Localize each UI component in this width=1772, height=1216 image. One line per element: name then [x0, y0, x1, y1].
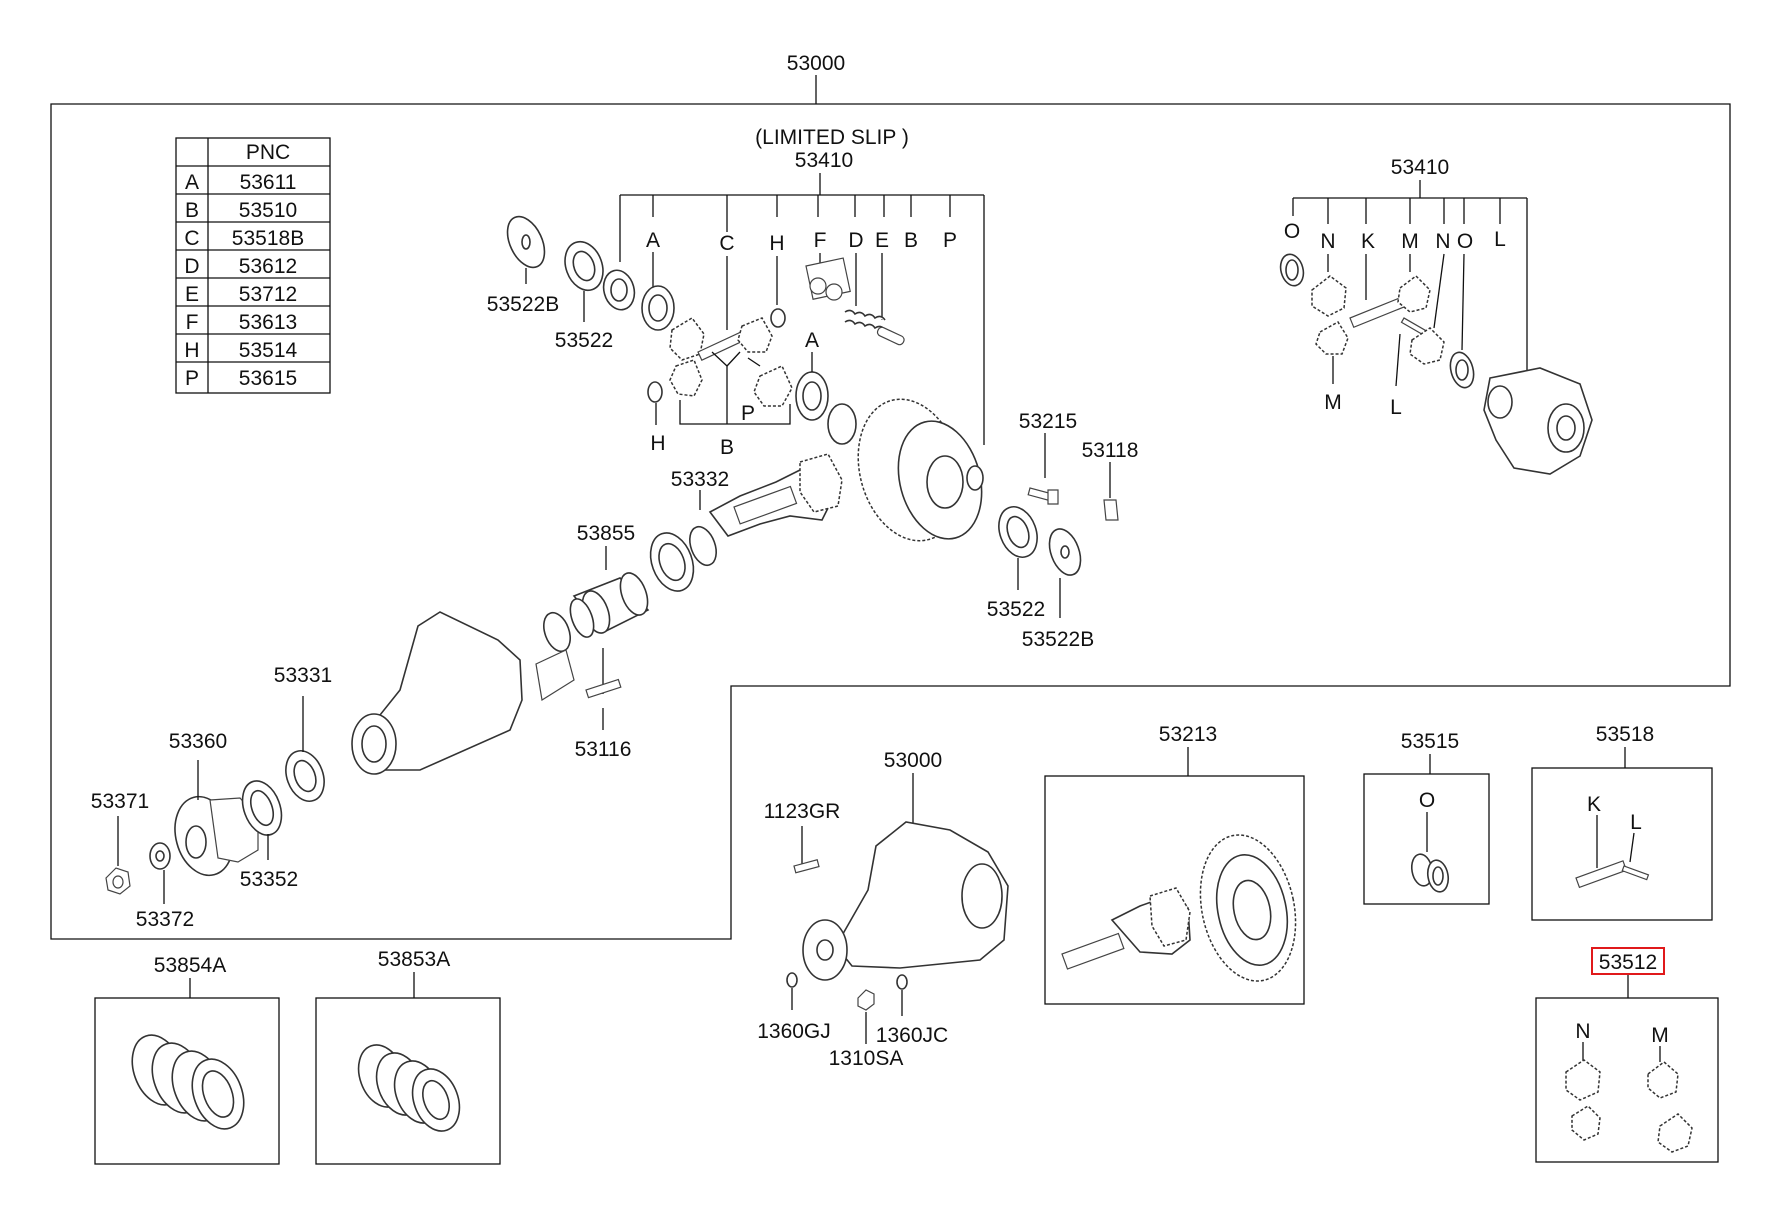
std-label-l: L	[1494, 228, 1506, 251]
label-53352[interactable]: 53352	[240, 868, 298, 891]
side-parts: 53522 53522B 53215 53118	[987, 410, 1139, 651]
std-label-k: K	[1361, 230, 1375, 253]
box-53854A: 53854A	[94, 954, 280, 1165]
label-53522-b[interactable]: 53522	[987, 598, 1045, 621]
assembly-outline	[50, 103, 1731, 940]
label-53213[interactable]: 53213	[1159, 723, 1217, 746]
pnc-table: PNC A 53611 B 53510 C 53518B D 53612 E 5…	[175, 137, 331, 394]
label-53512-m: M	[1651, 1024, 1669, 1047]
std-label-o2: O	[1457, 230, 1473, 253]
pnc-code: 53514	[239, 339, 298, 362]
pinion-group: 53332 53855	[543, 453, 843, 653]
label-53215[interactable]: 53215	[1019, 410, 1077, 433]
ls-label-p2: P	[741, 402, 755, 425]
pnc-code: 53612	[239, 255, 297, 278]
ls-label-b: B	[904, 229, 918, 252]
label-53515-o: O	[1419, 789, 1435, 812]
std-label-n2: N	[1435, 230, 1450, 253]
std-label-o: O	[1284, 220, 1300, 243]
limited-slip-callout: (LIMITED SLIP ) 53410 A C H F D E B P	[619, 126, 985, 445]
box-53518: 53518 K L	[1531, 723, 1713, 921]
label-53522B-b[interactable]: 53522B	[1022, 628, 1094, 651]
box-53515: 53515 O	[1363, 730, 1490, 905]
ls-label-f: F	[814, 229, 827, 252]
box-53853A: 53853A	[315, 948, 501, 1165]
ls-label-e: E	[875, 229, 889, 252]
highlight-53512[interactable]	[1591, 947, 1665, 975]
label-53512[interactable]: 53512	[1599, 951, 1657, 974]
label-53518[interactable]: 53518	[1596, 723, 1654, 746]
pnc-code: 53510	[239, 199, 297, 222]
label-53855[interactable]: 53855	[577, 522, 635, 545]
flange-group: 53360 53352 53371 53372	[91, 730, 298, 931]
std-diff-callout: 53410 O N K M N O L M L	[1279, 156, 1593, 475]
main-housing: 53116 53331	[274, 611, 632, 802]
std-label-m: M	[1401, 230, 1419, 253]
ls-label-a2: A	[805, 329, 819, 352]
label-53332[interactable]: 53332	[671, 468, 729, 491]
label-53331[interactable]: 53331	[274, 664, 332, 687]
label-53410-std[interactable]: 53410	[1391, 156, 1449, 179]
label-53371[interactable]: 53371	[91, 790, 149, 813]
label-53518-k: K	[1587, 793, 1601, 816]
label-53522-a[interactable]: 53522	[555, 329, 613, 352]
pnc-key: E	[185, 283, 199, 306]
ls-parts: 53522B 53522 A H P B	[487, 215, 984, 542]
label-53372[interactable]: 53372	[136, 908, 194, 931]
label-1360JC[interactable]: 1360JC	[876, 1024, 948, 1047]
pnc-key: D	[184, 255, 199, 278]
label-1360GJ[interactable]: 1360GJ	[757, 1020, 831, 1043]
ls-label-h: H	[769, 232, 784, 255]
label-53118[interactable]: 53118	[1082, 439, 1139, 462]
carrier-assy: 53000 1123GR 1360GJ 1310SA 1360JC	[757, 749, 1009, 1070]
pnc-code: 53611	[240, 171, 297, 194]
pnc-code: 53712	[239, 283, 297, 306]
pnc-key: C	[184, 227, 199, 250]
label-53360[interactable]: 53360	[169, 730, 227, 753]
pnc-code: 53615	[239, 367, 297, 390]
label-53854A[interactable]: 53854A	[154, 954, 226, 977]
ls-label-a: A	[646, 229, 660, 252]
ls-label-b2: B	[720, 436, 734, 459]
ls-label-p: P	[943, 229, 957, 252]
label-53853A[interactable]: 53853A	[378, 948, 450, 971]
label-53515[interactable]: 53515	[1401, 730, 1459, 753]
pnc-key: B	[185, 199, 199, 222]
std-label-l2: L	[1390, 396, 1402, 419]
pnc-header: PNC	[246, 141, 290, 164]
ls-label-h2: H	[650, 432, 665, 455]
box-53213: 53213	[1044, 723, 1305, 1005]
label-53000-top[interactable]: 53000	[787, 52, 845, 75]
label-53000-b[interactable]: 53000	[884, 749, 942, 772]
box-53512: 53512 N M	[1535, 947, 1719, 1163]
label-53518-l: L	[1630, 811, 1642, 834]
pnc-code: 53613	[239, 311, 297, 334]
label-53116[interactable]: 53116	[575, 738, 632, 761]
label-53512-n: N	[1575, 1020, 1590, 1043]
std-label-n: N	[1320, 230, 1335, 253]
limited-slip-label: (LIMITED SLIP )	[755, 126, 909, 149]
pnc-key: F	[186, 311, 199, 334]
pnc-key: H	[184, 339, 199, 362]
label-1310SA[interactable]: 1310SA	[829, 1047, 904, 1070]
ls-label-d: D	[848, 229, 863, 252]
label-53410-ls[interactable]: 53410	[795, 149, 853, 172]
label-53522B-a[interactable]: 53522B	[487, 293, 559, 316]
pnc-code: 53518B	[232, 227, 304, 250]
pnc-key: P	[185, 367, 199, 390]
pnc-key: A	[185, 171, 199, 194]
std-label-m2: M	[1324, 391, 1342, 414]
label-1123GR[interactable]: 1123GR	[764, 800, 841, 823]
ls-label-c: C	[719, 232, 734, 255]
